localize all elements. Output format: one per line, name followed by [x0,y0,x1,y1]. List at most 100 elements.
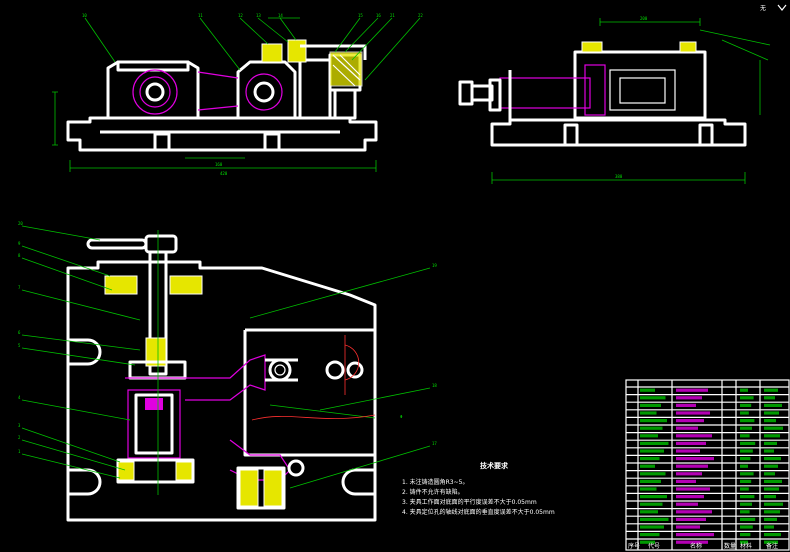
table-cell-text [640,510,658,514]
tech-requirement-4: 4. 夹具定位孔的轴线对底面的垂直度误差不大于0.05mm [402,508,555,516]
tech-requirement-1: 1. 未注铸造圆角R3~5。 [402,478,468,486]
table-cell-text [764,419,776,423]
table-cell-text [676,457,714,461]
svg-text:代号: 代号 [648,542,660,550]
tech-requirement-3: 3. 夹具工作面对底面的平行度误差不大于0.05mm [402,498,537,506]
table-cell-text [764,441,777,445]
table-cell-text [676,517,706,521]
table-cell-text [764,388,778,392]
tech-requirements-title: 技术要求 [480,461,509,470]
table-cell-text [764,403,782,407]
svg-text:15: 15 [358,13,363,18]
svg-text:22: 22 [418,13,423,18]
table-cell-text [740,517,756,521]
svg-text:12: 12 [238,13,243,18]
table-cell-text [676,419,704,423]
table-cell-text [640,464,655,468]
svg-text:14: 14 [278,13,283,18]
svg-text:21: 21 [390,13,395,18]
table-cell-text [764,487,779,491]
table-cell-text [676,396,702,400]
svg-text:380: 380 [615,174,623,179]
table-cell-text [764,464,778,468]
table-cell-text [676,388,708,392]
table-cell-text [764,540,778,544]
table-cell-text [740,510,750,514]
table-cell-text [640,479,661,483]
table-cell-text [764,396,775,400]
svg-text:18: 18 [432,383,437,388]
table-cell-text [740,479,752,483]
svg-text:9: 9 [18,241,21,246]
svg-text:备注: 备注 [766,542,778,550]
corner-mark: 无 [760,5,766,12]
roughness-symbol-icon [777,4,787,11]
svg-text:160: 160 [215,162,223,167]
svg-text:3: 3 [18,423,21,428]
table-cell-text [676,510,712,514]
table-cell-text [676,441,706,445]
svg-text:材料: 材料 [740,542,752,550]
svg-text:200: 200 [640,16,648,21]
svg-text:序号: 序号 [628,542,640,550]
table-cell-text [764,411,779,415]
table-cell-text [764,502,783,506]
table-cell-text [740,441,756,445]
table-cell-text [676,540,708,544]
table-cell-text [640,441,669,445]
table-cell-text [640,419,667,423]
table-cell-text [676,525,700,529]
front-view: 160 420 [52,17,421,176]
tech-requirement-2: 2. 铸件不允许有缺陷。 [402,488,464,496]
table-cell-text [740,540,748,544]
table-cell-text [676,411,710,415]
table-cell-text [764,533,781,537]
svg-text:4: 4 [18,395,21,400]
table-cell-text [676,449,700,453]
table-cell-text [740,525,753,529]
table-cell-text [640,457,660,461]
svg-text:5: 5 [18,343,21,348]
table-cell-text [640,411,657,415]
table-cell-text [764,472,775,476]
table-cell-text [740,457,751,461]
part-callouts: 20 9 8 7 6 5 4 3 2 1 19 18 17 10 11 12 1… [18,13,437,454]
svg-text:数量: 数量 [724,542,736,550]
table-cell-text [640,426,663,430]
table-cell-text [640,449,664,453]
table-cell-text [640,517,669,521]
table-cell-text [640,403,661,407]
parts-list-footer: 序号 代号 名称 数量 材料 备注 [628,542,778,550]
table-cell-text [640,434,658,438]
svg-text:1: 1 [18,449,21,454]
table-cell-text [640,472,666,476]
svg-text:名称: 名称 [690,542,702,550]
table-cell-text [740,487,749,491]
table-cell-text [740,449,753,453]
table-cell-text [740,502,752,506]
table-cell-text [676,495,704,499]
table-cell-text [764,495,776,499]
table-cell-text [676,502,698,506]
svg-text:2: 2 [18,435,21,440]
svg-text:6: 6 [18,330,21,335]
svg-text:10: 10 [82,13,87,18]
svg-text:16: 16 [376,13,381,18]
table-cell-text [676,464,708,468]
main-view: Φ [21,225,431,522]
table-cell-text [640,388,655,392]
tech-requirements: 技术要求 1. 未注铸造圆角R3~5。 2. 铸件不允许有缺陷。 3. 夹具工作… [402,461,555,516]
table-cell-text [676,434,712,438]
svg-text:11: 11 [198,13,203,18]
table-cell-text [740,411,749,415]
table-cell-text [764,479,782,483]
side-view: 380 200 [458,16,771,184]
parts-list-table [625,379,790,551]
table-cell-text [740,472,754,476]
table-cell-text [764,434,780,438]
svg-text:17: 17 [432,441,437,446]
table-cell-text [740,533,751,537]
table-cell-text [740,464,748,468]
svg-text:7: 7 [18,285,21,290]
